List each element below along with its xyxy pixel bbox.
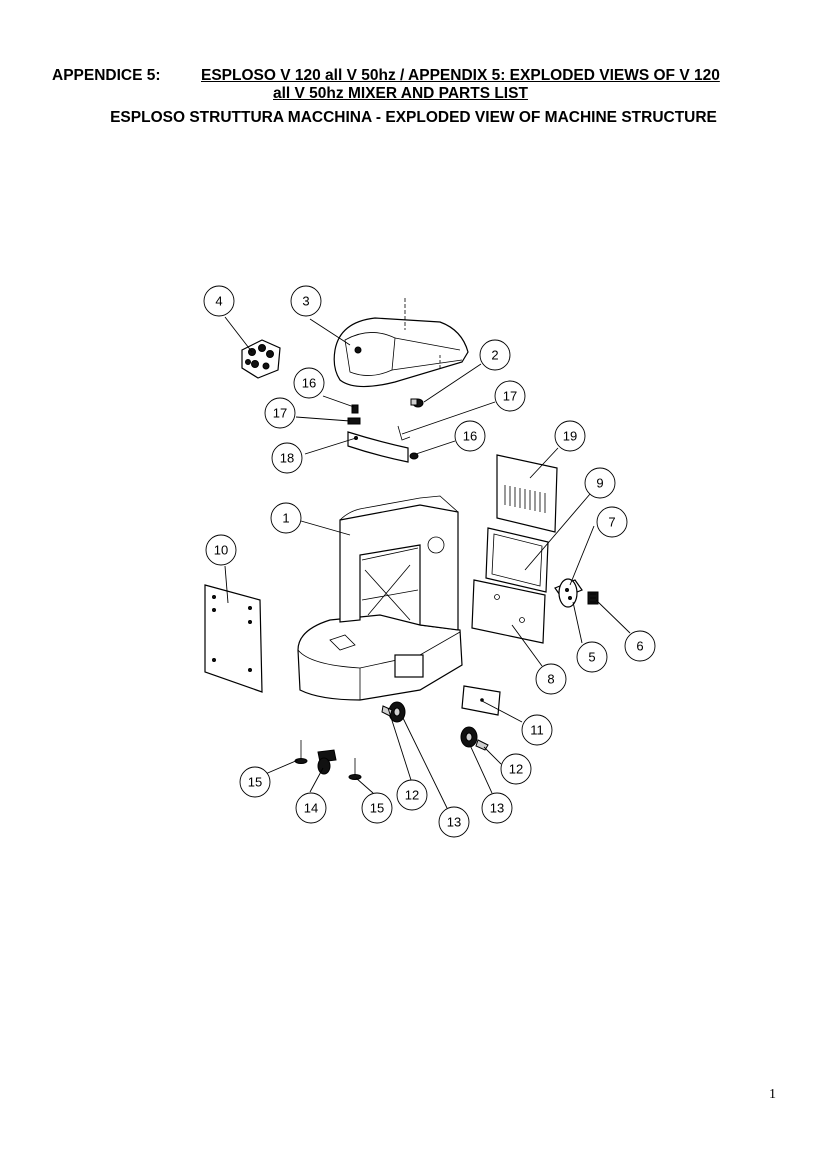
callout-10: 10 (205, 534, 237, 566)
part-18-band (347, 431, 409, 463)
part-4-control-panel (241, 339, 281, 379)
svg-text:6: 6 (636, 639, 643, 654)
callout-15-right: 15 (361, 792, 393, 824)
part-12-13-wheel-right (460, 726, 489, 751)
appendix-title: ESPLOSO V 120 all V 50hz / APPENDIX 5: E… (201, 67, 720, 84)
svg-text:14: 14 (304, 801, 318, 816)
part-17-pin-left (347, 417, 361, 425)
svg-text:17: 17 (273, 406, 287, 421)
part-3-top-cover (333, 298, 469, 388)
part-14-castor (317, 749, 337, 775)
svg-text:13: 13 (447, 815, 461, 830)
part-17-pin-right (397, 425, 411, 441)
callout-7: 7 (596, 506, 628, 538)
callout-12-right: 12 (500, 753, 532, 785)
svg-text:15: 15 (370, 801, 384, 816)
callout-13-left: 13 (438, 806, 470, 838)
svg-text:9: 9 (596, 476, 603, 491)
svg-text:7: 7 (608, 515, 615, 530)
svg-text:1: 1 (282, 511, 289, 526)
callout-5: 5 (576, 641, 608, 673)
callout-1: 1 (270, 502, 302, 534)
callout-18: 18 (271, 442, 303, 474)
part-11-cover-plate (461, 685, 501, 716)
callout-3: 3 (290, 285, 322, 317)
part-6-connector (587, 591, 599, 605)
svg-text:12: 12 (405, 788, 419, 803)
part-15-foot-right (348, 758, 362, 780)
svg-text:13: 13 (490, 801, 504, 816)
part-8-rear-panel (471, 579, 546, 644)
svg-text:5: 5 (588, 650, 595, 665)
callout-16-upper: 16 (293, 367, 325, 399)
leader-lines (224, 316, 631, 809)
part-19-grille-panel (496, 454, 558, 533)
svg-text:2: 2 (491, 348, 498, 363)
callout-17-right: 17 (494, 380, 526, 412)
svg-text:10: 10 (214, 543, 228, 558)
part-1-frame (297, 495, 463, 701)
svg-text:12: 12 (509, 762, 523, 777)
callout-14: 14 (295, 792, 327, 824)
svg-text:15: 15 (248, 775, 262, 790)
callout-11: 11 (521, 714, 553, 746)
callout-19: 19 (554, 420, 586, 452)
part-16-screw-upper (351, 404, 359, 414)
svg-text:11: 11 (530, 723, 544, 738)
callout-15-left: 15 (239, 766, 271, 798)
svg-text:3: 3 (302, 294, 309, 309)
part-15-foot-left (294, 740, 308, 764)
callout-2: 2 (479, 339, 511, 371)
part-12-13-wheel-left (381, 701, 406, 723)
part-2-switch (410, 398, 424, 408)
part-5-plate (558, 578, 578, 608)
svg-text:8: 8 (547, 672, 554, 687)
callout-17-left: 17 (264, 397, 296, 429)
appendix-label: APPENDICE 5: (52, 67, 161, 84)
callout-13-right: 13 (481, 792, 513, 824)
callout-12-left: 12 (396, 779, 428, 811)
callout-4: 4 (203, 285, 235, 317)
appendix-title-cont: all V 50hz MIXER AND PARTS LIST (273, 85, 528, 102)
callout-6: 6 (624, 630, 656, 662)
page-number: 1 (769, 1087, 776, 1102)
svg-text:17: 17 (503, 389, 517, 404)
callout-8: 8 (535, 663, 567, 695)
part-16-screw-right (409, 452, 419, 460)
part-9-gasket (485, 527, 549, 593)
svg-text:16: 16 (463, 429, 477, 444)
part-10-side-panel (204, 584, 263, 693)
subtitle: ESPLOSO STRUTTURA MACCHINA - EXPLODED VI… (110, 109, 717, 126)
svg-text:18: 18 (280, 451, 294, 466)
svg-text:16: 16 (302, 376, 316, 391)
svg-text:4: 4 (215, 294, 222, 309)
callout-16-right: 16 (454, 420, 486, 452)
svg-text:19: 19 (563, 429, 577, 444)
callout-9: 9 (584, 467, 616, 499)
